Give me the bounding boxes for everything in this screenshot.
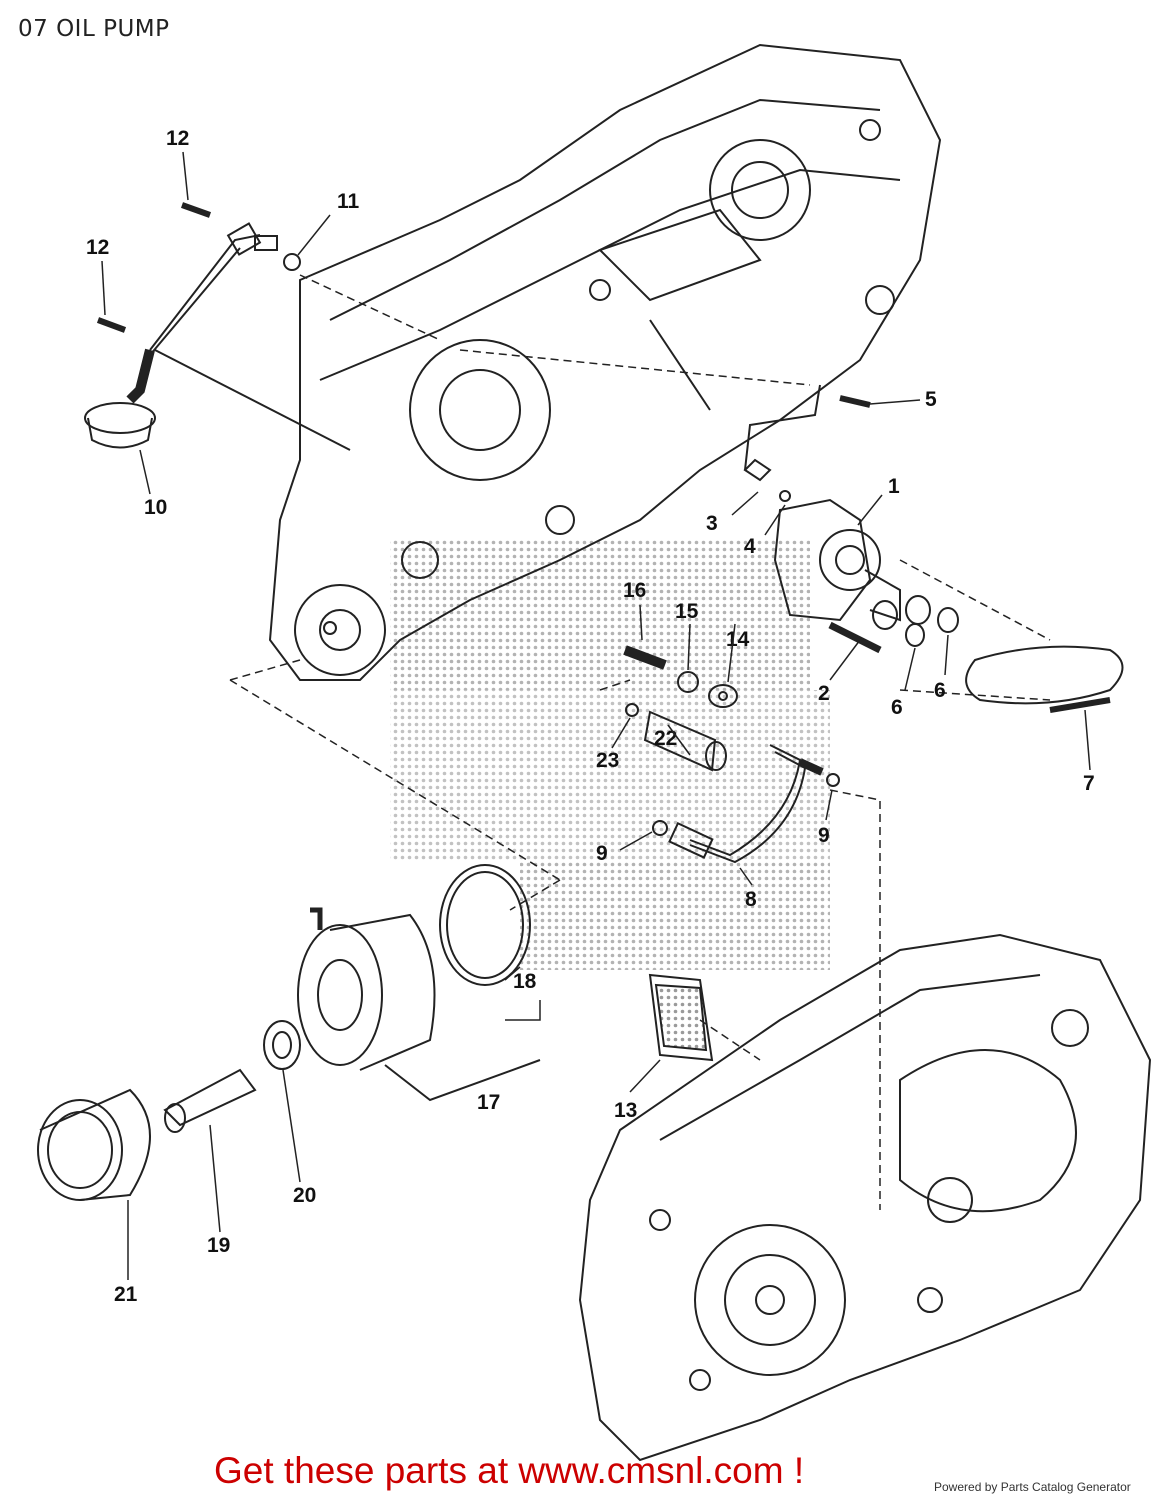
lower-crankcase	[578, 933, 1152, 1462]
leader-lines	[101, 151, 1091, 1280]
relief-valve-assembly	[623, 645, 738, 772]
oil-filter-assembly	[37, 1020, 301, 1201]
callout-20: 20	[293, 1184, 316, 1207]
watermark-halftone	[390, 540, 830, 970]
callout-16: 16	[623, 579, 646, 602]
upper-crankcase	[268, 43, 942, 681]
callout-12a: 12	[166, 127, 189, 150]
callout-11: 11	[337, 190, 360, 213]
callout-23: 23	[596, 749, 619, 772]
oil-strainer-assembly	[84, 202, 351, 451]
powered-by-text: Powered by Parts Catalog Generator	[934, 1480, 1131, 1494]
callout-10: 10	[144, 496, 167, 519]
callout-9a: 9	[818, 824, 830, 847]
callout-7: 7	[1083, 772, 1095, 795]
callout-12b: 12	[86, 236, 109, 259]
callout-14: 14	[726, 628, 750, 651]
callout-6b: 6	[934, 679, 946, 702]
callout-9b: 9	[596, 842, 608, 865]
callout-5: 5	[925, 388, 937, 411]
callout-21: 21	[114, 1283, 138, 1306]
callout-19: 19	[207, 1234, 230, 1257]
get-parts-link[interactable]: Get these parts at www.cmsnl.com !	[214, 1450, 805, 1491]
callout-3: 3	[706, 512, 718, 535]
oil-strainer-screen	[648, 973, 714, 1062]
oil-delivery-pipe	[652, 744, 840, 864]
callout-2: 2	[818, 682, 830, 705]
oil-pump-assembly	[743, 384, 959, 654]
callout-17: 17	[477, 1091, 500, 1114]
oil-cooler-assembly	[297, 864, 541, 1102]
callout-18: 18	[513, 970, 537, 993]
callout-22: 22	[654, 727, 677, 750]
callout-6a: 6	[891, 696, 903, 719]
dashed-guides	[229, 274, 1051, 1210]
drive-chain	[965, 645, 1124, 713]
page-title: 07 OIL PUMP	[18, 16, 170, 42]
callout-8: 8	[745, 888, 757, 911]
callout-1: 1	[888, 475, 900, 498]
callout-labels: 1 2 3 4 5 6 6 7 8 9 9 10 11 12 12 13 14 …	[86, 127, 1095, 1306]
callout-15: 15	[675, 600, 699, 623]
callout-13: 13	[614, 1099, 637, 1122]
callout-4: 4	[744, 535, 756, 558]
